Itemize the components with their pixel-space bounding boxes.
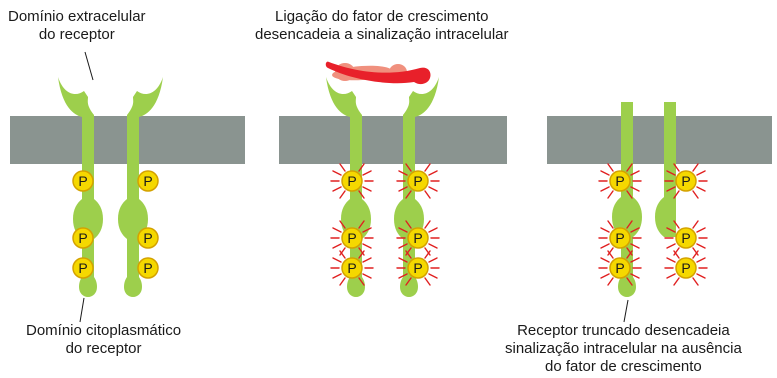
- phosphate-label: P: [78, 173, 87, 189]
- phosphate-label: P: [681, 260, 690, 276]
- phosphate-label: P: [615, 230, 624, 246]
- phosphate-group: P: [72, 227, 94, 249]
- phosphate-group: P: [137, 257, 159, 279]
- panel-truncated-receptor: [612, 102, 676, 297]
- phosphate-group: P: [598, 163, 642, 199]
- phosphate-circle: [341, 170, 363, 192]
- membranes: [10, 116, 772, 164]
- growth-factor-ligand: [325, 61, 431, 85]
- phosphate-circle: [407, 227, 429, 249]
- label-extracellular-domain: Domínio extracelular do receptor: [8, 8, 146, 43]
- phosphate-label: P: [413, 173, 422, 189]
- phosphate-circle: [609, 170, 631, 192]
- phosphate-circle: [72, 257, 94, 279]
- phosphate-circle: [137, 257, 159, 279]
- phosphate-label: P: [143, 230, 152, 246]
- membrane-middle: [279, 116, 507, 164]
- phosphate-label: P: [681, 230, 690, 246]
- phosphate-group: P: [396, 220, 440, 256]
- phosphate-label: P: [143, 173, 152, 189]
- phosphate-group: P: [664, 163, 708, 199]
- phosphate-circle: [609, 227, 631, 249]
- phosphate-label: P: [413, 230, 422, 246]
- phosphate-label: P: [143, 260, 152, 276]
- phosphate-label: P: [413, 260, 422, 276]
- phosphate-label: P: [347, 230, 356, 246]
- leader-cytoplasmic: [79, 297, 85, 323]
- phosphate-circle: [137, 170, 159, 192]
- label-cytoplasmic-domain: Domínio citoplasmático do receptor: [26, 322, 182, 357]
- phosphate-group: P: [330, 163, 374, 199]
- phosphate-circle: [341, 257, 363, 279]
- phosphate-group: P: [598, 220, 642, 256]
- phosphate-label: P: [681, 173, 690, 189]
- phosphate-group: P: [72, 257, 94, 279]
- phosphate-label: P: [78, 230, 87, 246]
- phosphate-circle: [675, 227, 697, 249]
- phosphate-circle: [675, 257, 697, 279]
- phosphate-group: P: [598, 250, 642, 286]
- phosphate-group: P: [664, 220, 708, 256]
- membrane-right: [547, 116, 772, 164]
- phosphate-group: P: [330, 250, 374, 286]
- phosphate-circle: [72, 170, 94, 192]
- phosphate-group: P: [137, 227, 159, 249]
- label-truncated-receptor: Receptor truncado desencadeia sinalizaçã…: [505, 322, 742, 375]
- phosphate-group: P: [664, 250, 708, 286]
- phosphate-label: P: [78, 260, 87, 276]
- phosphate-label: P: [347, 260, 356, 276]
- phosphate-group: P: [72, 170, 94, 192]
- phosphate-group: P: [137, 170, 159, 192]
- phosphate-circle: [72, 227, 94, 249]
- leader-truncated: [623, 299, 629, 323]
- phosphate-circle: [341, 227, 363, 249]
- phosphate-circle: [609, 257, 631, 279]
- truncated-monomer-left: [612, 102, 642, 297]
- phosphate-group: P: [330, 220, 374, 256]
- receptor-monomer-right: [118, 77, 163, 297]
- receptor-monomer-right: [394, 77, 439, 297]
- phosphate-group: P: [396, 163, 440, 199]
- leader-lines: [79, 51, 629, 323]
- label-ligand-binding: Ligação do fator de crescimento desencad…: [255, 8, 509, 43]
- ligand-dark-subunit: [325, 61, 431, 85]
- leader-extracellular: [84, 51, 94, 81]
- phosphate-circle: [407, 257, 429, 279]
- phosphate-circle: [137, 227, 159, 249]
- phosphate-circle: [407, 170, 429, 192]
- phosphate-group: P: [396, 250, 440, 286]
- phosphate-label: P: [615, 173, 624, 189]
- phosphate-label: P: [615, 260, 624, 276]
- phosphate-label: P: [347, 173, 356, 189]
- phosphate-circle: [675, 170, 697, 192]
